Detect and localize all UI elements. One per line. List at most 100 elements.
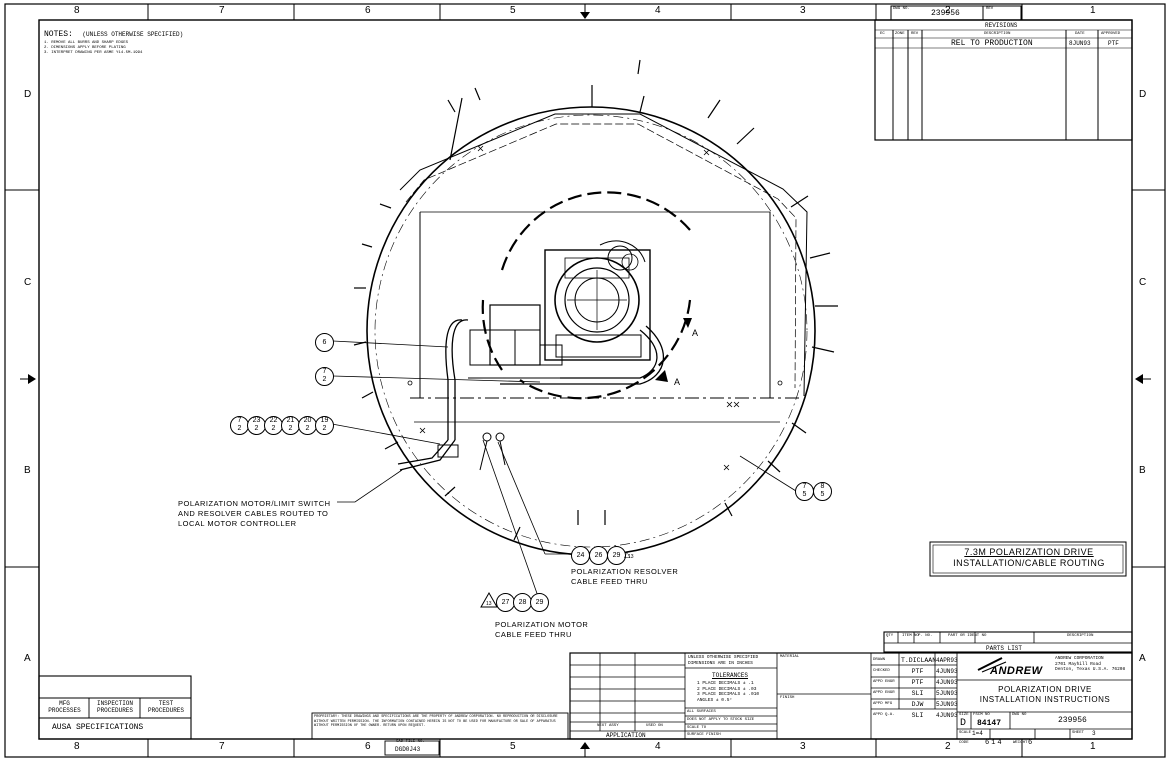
rev-header-date: DATE: [1075, 32, 1085, 36]
finish-label: FINISH: [780, 696, 795, 700]
fscm-value: 84147: [977, 719, 1002, 728]
rev-approved: PTF: [1108, 40, 1119, 47]
flag-note-icon: [480, 592, 498, 608]
all-surfaces: ALL SURFACES: [687, 710, 716, 714]
rotation-label: A: [692, 328, 699, 338]
company-logo: [977, 657, 1007, 673]
hardware-marks: [407, 145, 783, 471]
motor-feed-note: POLARIZATION MOTOR CABLE FEED THRU: [495, 620, 589, 639]
code-label: CODE: [959, 741, 969, 745]
zone-label-right: A: [1139, 653, 1146, 664]
sheet-value: 3: [1092, 730, 1096, 737]
title-box-frame: [929, 541, 1127, 577]
parts-header: ITEM NO: [902, 634, 919, 638]
general-notes: NOTES: (UNLESS OTHERWISE SPECIFIED) 1. R…: [44, 23, 183, 56]
notes-heading: NOTES:: [44, 30, 73, 39]
centering-marks: [20, 4, 1151, 757]
parts-header: QTY: [886, 634, 894, 638]
zone-label-bottom: 8: [74, 741, 80, 752]
rev-header-rev: REV: [911, 32, 919, 36]
zone-label-bottom: 7: [219, 741, 225, 752]
cad-file-value: DGD0J43: [395, 746, 421, 753]
parts-header: PART OR IDENT NO: [948, 634, 987, 638]
rev-header-zone: ZONE: [895, 32, 905, 36]
tolerances-title: TOLERANCES: [712, 672, 749, 679]
leader-lines: [331, 340, 797, 603]
note-line: 3. INTERPRET DRAWING PER ASME Y14.5M-199…: [44, 51, 143, 55]
surface-finish: SURFACE FINISH: [687, 733, 721, 737]
item-balloon: 29: [530, 593, 549, 612]
cad-file-label: CAD FILE NO.: [396, 740, 425, 744]
weight-label: WEIGHT: [1013, 741, 1028, 745]
zone-label-bottom: 4: [655, 741, 661, 752]
rev-description: REL TO PRODUCTION: [951, 39, 1033, 48]
drawing-title-box: 7.3M POLARIZATION DRIVE INSTALLATION/CAB…: [935, 547, 1123, 569]
resolver-feed-note: POLARIZATION RESOLVER CABLE FEED THRU: [571, 567, 679, 586]
reflector-assembly: [353, 59, 838, 556]
zone-label-top: 5: [510, 5, 516, 16]
revisions-title: REVISIONS: [985, 22, 1018, 29]
rev-date: 8JUN93: [1069, 40, 1091, 47]
item-balloon: 26: [589, 546, 608, 565]
rotation-label: A: [674, 377, 681, 387]
company-address: ANDREW CORPORATION 2701 Mayhill Road Den…: [1055, 656, 1126, 672]
company-logo-text: ANDREW: [990, 665, 1043, 677]
sheet-box: 6: [1028, 739, 1033, 747]
tolerance-lines: 1 PLACE DECIMALS ± .1 2 PLACE DECIMALS ±…: [697, 681, 760, 703]
zone-label-left: B: [24, 465, 31, 476]
parts-list-title: PARTS LIST: [986, 645, 1023, 652]
dwg-value: 239956: [1058, 716, 1087, 725]
proprietary-note: PROPRIETARY: THESE DRAWINGS AND SPECIFIC…: [314, 715, 558, 728]
zone-label-top: 4: [655, 5, 661, 16]
polarization-drive: [397, 240, 664, 471]
notes-heading-sub: (UNLESS OTHERWISE SPECIFIED): [82, 31, 184, 38]
top-rev-label: REV: [986, 7, 994, 11]
scale-label: SCALE: [959, 731, 972, 735]
parts-header: DESCRIPTION: [1067, 634, 1094, 638]
size-label: SIZE: [959, 713, 969, 717]
top-dwg-number: 239956: [931, 9, 960, 18]
item-balloon: 6: [315, 333, 334, 352]
item-balloon: 29: [607, 546, 626, 565]
note-line: 2. DIMENSIONS APPLY BEFORE PLATING: [44, 46, 126, 50]
next-assy-label: NEXT ASSY: [597, 724, 619, 728]
zone-label-right: C: [1139, 277, 1147, 288]
zone-label-right: B: [1139, 465, 1146, 476]
flag-note-number: 13: [486, 601, 492, 607]
zone-ticks: [5, 4, 1165, 757]
zone-label-left: A: [24, 653, 31, 664]
zone-label-top: 3: [800, 5, 806, 16]
top-dwg-label: DWG NO.: [893, 7, 910, 11]
revision-frame: [874, 5, 1133, 141]
item-balloon: 24: [571, 546, 590, 565]
specs-frame: [38, 675, 569, 756]
zone-label-left: C: [24, 277, 32, 288]
specs-footer: AUSA SPECIFICATIONS: [52, 723, 144, 732]
break-edges: DOES NOT APPLY TO STOCK SIZE: [687, 718, 755, 722]
zone-label-top: 7: [219, 5, 225, 16]
flag-note-number: 13: [628, 554, 634, 560]
scale-to: SCALE TO: [687, 726, 707, 730]
sheet-label: SHEET: [1072, 731, 1085, 735]
fscm-label: FSCM NO: [973, 713, 990, 717]
zone-label-bottom: 6: [365, 741, 371, 752]
used-on-label: USED ON: [646, 724, 663, 728]
flag-note-icon: △: [624, 550, 631, 559]
zone-label-left: D: [24, 89, 32, 100]
motor-cable-note: POLARIZATION MOTOR/LIMIT SWITCH AND RESO…: [178, 499, 331, 528]
zone-label-top: 2: [945, 5, 951, 16]
size-value: D: [960, 718, 967, 729]
zone-label-top: 1: [1090, 5, 1096, 16]
material-label: MATERIAL: [780, 655, 800, 659]
zone-label-bottom: 1: [1090, 741, 1096, 752]
application-label: APPLICATION: [606, 732, 646, 739]
